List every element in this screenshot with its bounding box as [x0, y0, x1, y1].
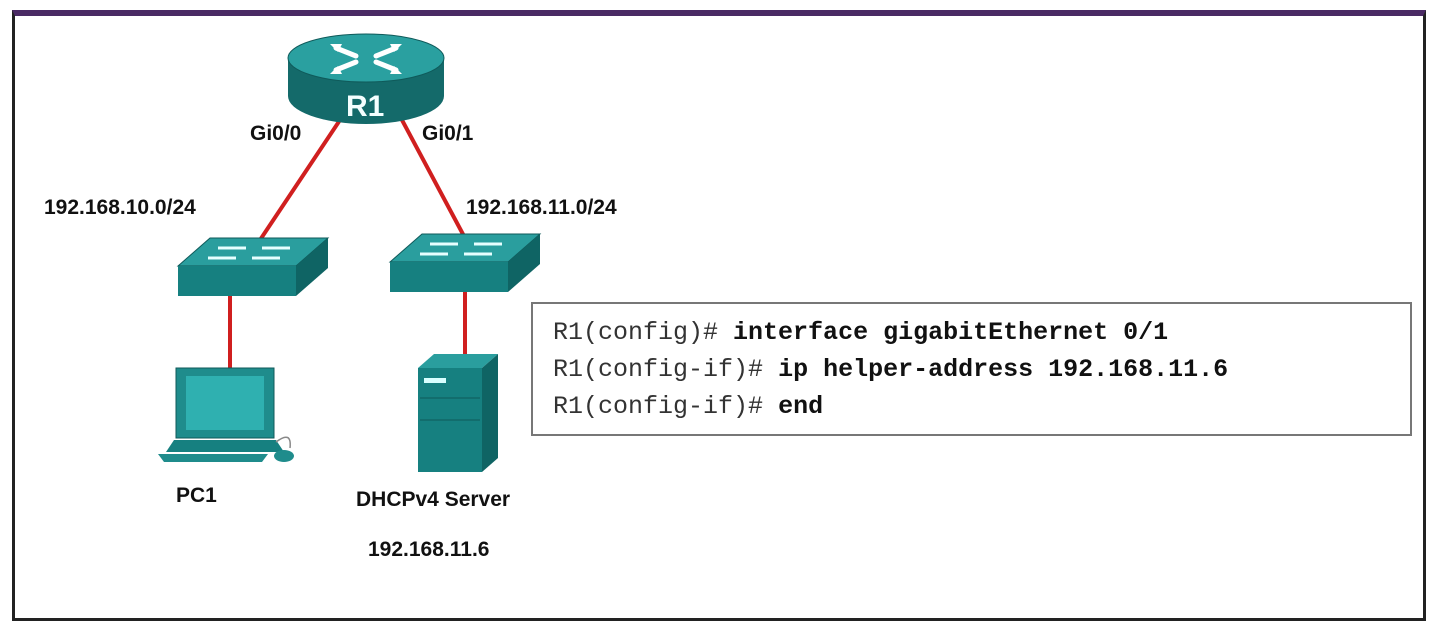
pc-icon[interactable]: [158, 367, 294, 462]
pc-label: PC1: [176, 484, 217, 507]
cli-command: interface gigabitEthernet 0/1: [733, 318, 1169, 347]
cli-line-3: R1(config-if)# end: [533, 388, 1410, 425]
server-ip-label: 192.168.11.6: [368, 538, 490, 561]
router-icon[interactable]: [287, 33, 445, 124]
cli-line-1: R1(config)# interface gigabitEthernet 0/…: [533, 314, 1410, 351]
switch-icon-right[interactable]: [388, 233, 542, 292]
network-label-left: 192.168.10.0/24: [44, 196, 196, 219]
cli-prompt: R1(config-if)#: [553, 355, 764, 384]
cli-output-box: R1(config)# interface gigabitEthernet 0/…: [531, 302, 1412, 436]
cli-prompt: R1(config)#: [553, 318, 719, 347]
switch-icon-left[interactable]: [176, 237, 330, 296]
link-r1-switch1: [258, 118, 342, 242]
server-label: DHCPv4 Server: [356, 488, 511, 511]
server-icon[interactable]: [418, 354, 498, 472]
router-label: R1: [346, 90, 385, 123]
cli-line-2: R1(config-if)# ip helper-address 192.168…: [533, 351, 1410, 388]
cli-prompt: R1(config-if)#: [553, 392, 764, 421]
interface-label-gi0-0: Gi0/0: [250, 122, 302, 145]
network-label-right: 192.168.11.0/24: [466, 196, 617, 219]
cli-command: ip helper-address 192.168.11.6: [778, 355, 1229, 384]
link-r1-switch2: [400, 119, 467, 239]
cli-command: end: [778, 392, 824, 421]
interface-label-gi0-1: Gi0/1: [422, 122, 474, 145]
